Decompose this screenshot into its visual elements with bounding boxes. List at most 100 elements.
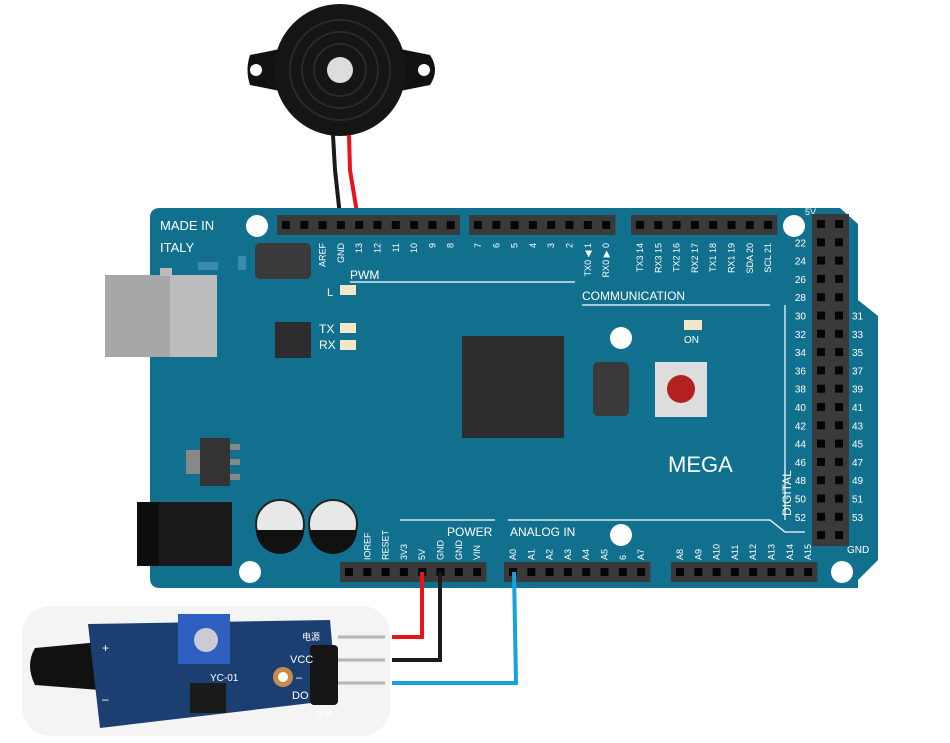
- header-pin[interactable]: [391, 221, 400, 229]
- header-pin[interactable]: [835, 439, 843, 448]
- header-pin[interactable]: [817, 476, 825, 485]
- pin-label: A8: [675, 549, 685, 560]
- header-pin[interactable]: [694, 568, 703, 576]
- header-pin[interactable]: [835, 403, 843, 411]
- mount-hole: [246, 215, 268, 237]
- header-pin[interactable]: [817, 293, 825, 302]
- header-pin[interactable]: [817, 421, 825, 430]
- header-pin[interactable]: [835, 274, 843, 283]
- header-pin[interactable]: [817, 220, 825, 228]
- header-pin[interactable]: [583, 221, 592, 229]
- header-pin[interactable]: [817, 311, 825, 320]
- header-pin[interactable]: [712, 568, 721, 576]
- header-pin[interactable]: [817, 494, 825, 503]
- header-pin[interactable]: [727, 221, 736, 229]
- header-pin[interactable]: [835, 293, 843, 302]
- header-pin[interactable]: [835, 476, 843, 485]
- header-pin[interactable]: [817, 512, 825, 521]
- header-pin[interactable]: [381, 568, 390, 576]
- header-pin[interactable]: [600, 568, 609, 576]
- header-pin[interactable]: [474, 221, 482, 229]
- header-pin[interactable]: [602, 221, 611, 229]
- pin-label: 6: [491, 243, 501, 248]
- header-pin[interactable]: [835, 421, 843, 430]
- header-pin[interactable]: [563, 568, 572, 576]
- header-pin[interactable]: [300, 221, 309, 229]
- header-pin[interactable]: [565, 221, 574, 229]
- pin-label: 24: [795, 257, 807, 268]
- header-pin[interactable]: [835, 329, 843, 338]
- header-pin[interactable]: [835, 531, 843, 540]
- header-pin[interactable]: [282, 221, 290, 229]
- header-pin[interactable]: [817, 531, 825, 540]
- header-pin[interactable]: [709, 221, 718, 229]
- header-pin[interactable]: [345, 568, 353, 576]
- header-pin[interactable]: [528, 221, 537, 229]
- header-pin[interactable]: [817, 403, 825, 411]
- header-pin[interactable]: [454, 568, 463, 576]
- header-pin[interactable]: [817, 274, 825, 283]
- header-pin[interactable]: [817, 366, 825, 375]
- header-pin[interactable]: [835, 220, 843, 228]
- header-pin[interactable]: [363, 568, 372, 576]
- led-tx: [340, 323, 356, 333]
- header-pin[interactable]: [804, 568, 813, 576]
- header-pin[interactable]: [545, 568, 554, 576]
- header-pin[interactable]: [835, 311, 843, 320]
- header-pin[interactable]: [745, 221, 754, 229]
- header-pin[interactable]: [355, 221, 364, 229]
- header-pin[interactable]: [527, 568, 536, 576]
- header-pin[interactable]: [446, 221, 455, 229]
- header-pin[interactable]: [428, 221, 437, 229]
- header-pin[interactable]: [835, 512, 843, 521]
- header-pin[interactable]: [767, 568, 776, 576]
- header-pin[interactable]: [582, 568, 591, 576]
- header-pin[interactable]: [835, 494, 843, 503]
- pin-label: 13: [354, 243, 364, 253]
- digital-header-top-1: [277, 215, 460, 235]
- header-pin[interactable]: [817, 439, 825, 448]
- pin-label: 31: [852, 312, 864, 323]
- 5v-label: 5V: [805, 207, 816, 217]
- header-pin[interactable]: [676, 568, 684, 576]
- header-pin[interactable]: [618, 568, 627, 576]
- header-pin[interactable]: [473, 568, 482, 576]
- header-pin[interactable]: [690, 221, 699, 229]
- header-pin[interactable]: [835, 366, 843, 375]
- header-pin[interactable]: [835, 238, 843, 247]
- pin-label: A7: [636, 549, 646, 560]
- header-pin[interactable]: [373, 221, 382, 229]
- header-pin[interactable]: [835, 457, 843, 466]
- header-pin[interactable]: [835, 384, 843, 393]
- header-pin[interactable]: [817, 348, 825, 357]
- header-pin[interactable]: [764, 221, 773, 229]
- header-pin[interactable]: [785, 568, 794, 576]
- pin-label: 33: [852, 330, 864, 341]
- header-pin[interactable]: [654, 221, 663, 229]
- header-pin[interactable]: [636, 221, 644, 229]
- header-pin[interactable]: [817, 384, 825, 393]
- header-pin[interactable]: [730, 568, 739, 576]
- header-pin[interactable]: [510, 221, 519, 229]
- header-pin[interactable]: [817, 457, 825, 466]
- header-pin[interactable]: [492, 221, 501, 229]
- header-pin[interactable]: [399, 568, 408, 576]
- pin-label: 34: [795, 348, 807, 359]
- header-pin[interactable]: [817, 256, 825, 265]
- header-pin[interactable]: [547, 221, 556, 229]
- header-pin[interactable]: [817, 238, 825, 247]
- header-pin[interactable]: [637, 568, 646, 576]
- header-pin[interactable]: [318, 221, 327, 229]
- header-pin[interactable]: [410, 221, 419, 229]
- header-pin[interactable]: [749, 568, 758, 576]
- pin-label: 2: [565, 243, 575, 248]
- header-pin[interactable]: [509, 568, 517, 576]
- header-pin[interactable]: [835, 348, 843, 357]
- led-on: [684, 320, 702, 330]
- header-pin[interactable]: [817, 329, 825, 338]
- pin-label: 26: [795, 275, 807, 286]
- pin-label: IOREF: [362, 532, 372, 560]
- header-pin[interactable]: [672, 221, 681, 229]
- header-pin[interactable]: [835, 256, 843, 265]
- header-pin[interactable]: [336, 221, 345, 229]
